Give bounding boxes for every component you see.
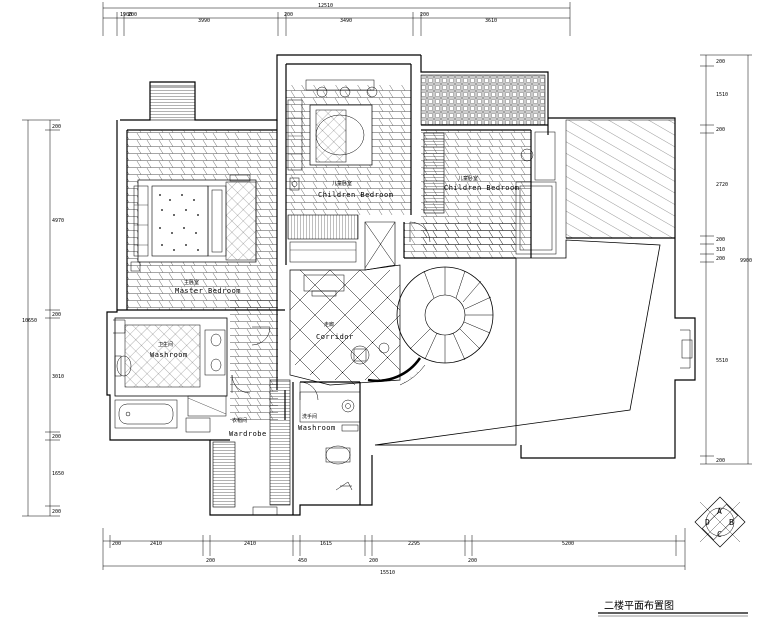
dim-top-seg: 200 xyxy=(284,12,293,18)
dim-bottom-seg: 200 xyxy=(369,558,378,564)
dim-bottom-seg: 200 xyxy=(206,558,215,564)
walls xyxy=(106,54,696,516)
wardrobe: 衣帽间 Wardrobe xyxy=(212,326,291,516)
dim-right-seg: 2720 xyxy=(716,182,728,188)
dim-bottom-seg: 200 xyxy=(468,558,477,564)
compass-left: D xyxy=(705,518,710,527)
room-label: Washroom xyxy=(150,351,188,359)
dim-bottom-seg: 1615 xyxy=(320,541,332,547)
room-label-cn: 卫生间 xyxy=(158,341,173,348)
dim-left-total: 10650 xyxy=(22,318,37,324)
dim-top-seg: 200 xyxy=(128,12,137,18)
dim-bottom-seg: 2410 xyxy=(150,541,162,547)
washroom-left: 卫生间 Washroom xyxy=(113,317,228,433)
room-label: Washroom xyxy=(298,424,336,432)
room-label-cn: 走廊 xyxy=(324,321,334,328)
drawing-title: 二楼平面布置图 xyxy=(598,599,748,617)
dim-right-seg: 310 xyxy=(716,247,725,253)
dim-left-seg: 1650 xyxy=(52,471,64,477)
room-label: Wardrobe xyxy=(229,430,267,438)
dimension-left: 200 4970 200 3010 200 1650 200 10650 xyxy=(22,119,64,517)
terrace xyxy=(374,119,693,446)
master-bedroom: 主卧室 Master Bedroom xyxy=(130,174,257,295)
balcony-top-right xyxy=(420,74,546,126)
dim-bottom-seg: 2410 xyxy=(244,541,256,547)
plan-title: 二楼平面布置图 xyxy=(604,599,674,612)
dim-right-seg: 5510 xyxy=(716,358,728,364)
dim-right-seg: 200 xyxy=(716,458,725,464)
room-label-cn: 衣帽间 xyxy=(232,417,247,424)
room-label: Children Bedroom xyxy=(444,184,519,192)
dim-left-seg: 200 xyxy=(52,124,61,130)
dim-top-seg: 3610 xyxy=(485,18,497,24)
compass-top: A xyxy=(717,507,722,516)
room-label: Master Bedroom xyxy=(175,287,241,295)
dimension-top: 12510 1900 200 3990 200 3490 200 3610 xyxy=(102,2,571,36)
dim-right-seg: 1510 xyxy=(716,92,728,98)
dim-bottom-total: 15510 xyxy=(380,570,395,576)
dim-bottom-seg: 5200 xyxy=(562,541,574,547)
children-bedroom-right: 儿童卧室 Children Bedroom xyxy=(409,131,557,255)
dimension-bottom: 200 2410 200 2410 450 1615 200 2295 200 … xyxy=(102,528,686,576)
room-label-cn: 儿童卧室 xyxy=(332,180,352,187)
dim-right-seg: 200 xyxy=(716,127,725,133)
dim-top-total: 12510 xyxy=(318,3,333,9)
dim-left-seg: 200 xyxy=(52,434,61,440)
room-label-cn: 主卧室 xyxy=(184,279,199,286)
dim-right-seg: 200 xyxy=(716,256,725,262)
dim-top-seg: 1900 xyxy=(120,12,132,18)
dim-left-seg: 200 xyxy=(52,509,61,515)
dim-bottom-seg: 2295 xyxy=(408,541,420,547)
room-label-cn: 洗手间 xyxy=(302,413,317,420)
dim-top-seg: 3990 xyxy=(198,18,210,24)
dim-left-seg: 200 xyxy=(52,312,61,318)
dim-right-seg: 200 xyxy=(716,59,725,65)
room-label: Corridor xyxy=(316,333,354,341)
dimension-right: 200 1510 200 2720 200 310 200 5510 200 9… xyxy=(700,54,752,465)
dim-bottom-seg: 450 xyxy=(298,558,307,564)
dim-right-total: 9900 xyxy=(740,258,752,264)
room-label: Children Bedroom xyxy=(318,191,393,199)
dim-left-seg: 3010 xyxy=(52,374,64,380)
compass-right: B xyxy=(729,518,734,527)
room-label-cn: 儿童卧室 xyxy=(458,175,478,182)
dim-top-seg: 3490 xyxy=(340,18,352,24)
spiral-staircase xyxy=(367,266,494,386)
washroom-bottom: 洗手间 Washroom xyxy=(298,381,361,491)
dim-bottom-seg: 200 xyxy=(112,541,121,547)
dim-top-seg: 200 xyxy=(420,12,429,18)
dim-right-seg: 200 xyxy=(716,237,725,243)
balcony-left xyxy=(149,85,196,121)
dim-left-seg: 4970 xyxy=(52,218,64,224)
compass-icon: A B C D xyxy=(694,496,746,548)
children-bedroom-center: 儿童卧室 Children Bedroom xyxy=(287,79,393,263)
corridor: 走廊 Corridor xyxy=(289,221,401,386)
compass-bottom: C xyxy=(717,530,722,539)
